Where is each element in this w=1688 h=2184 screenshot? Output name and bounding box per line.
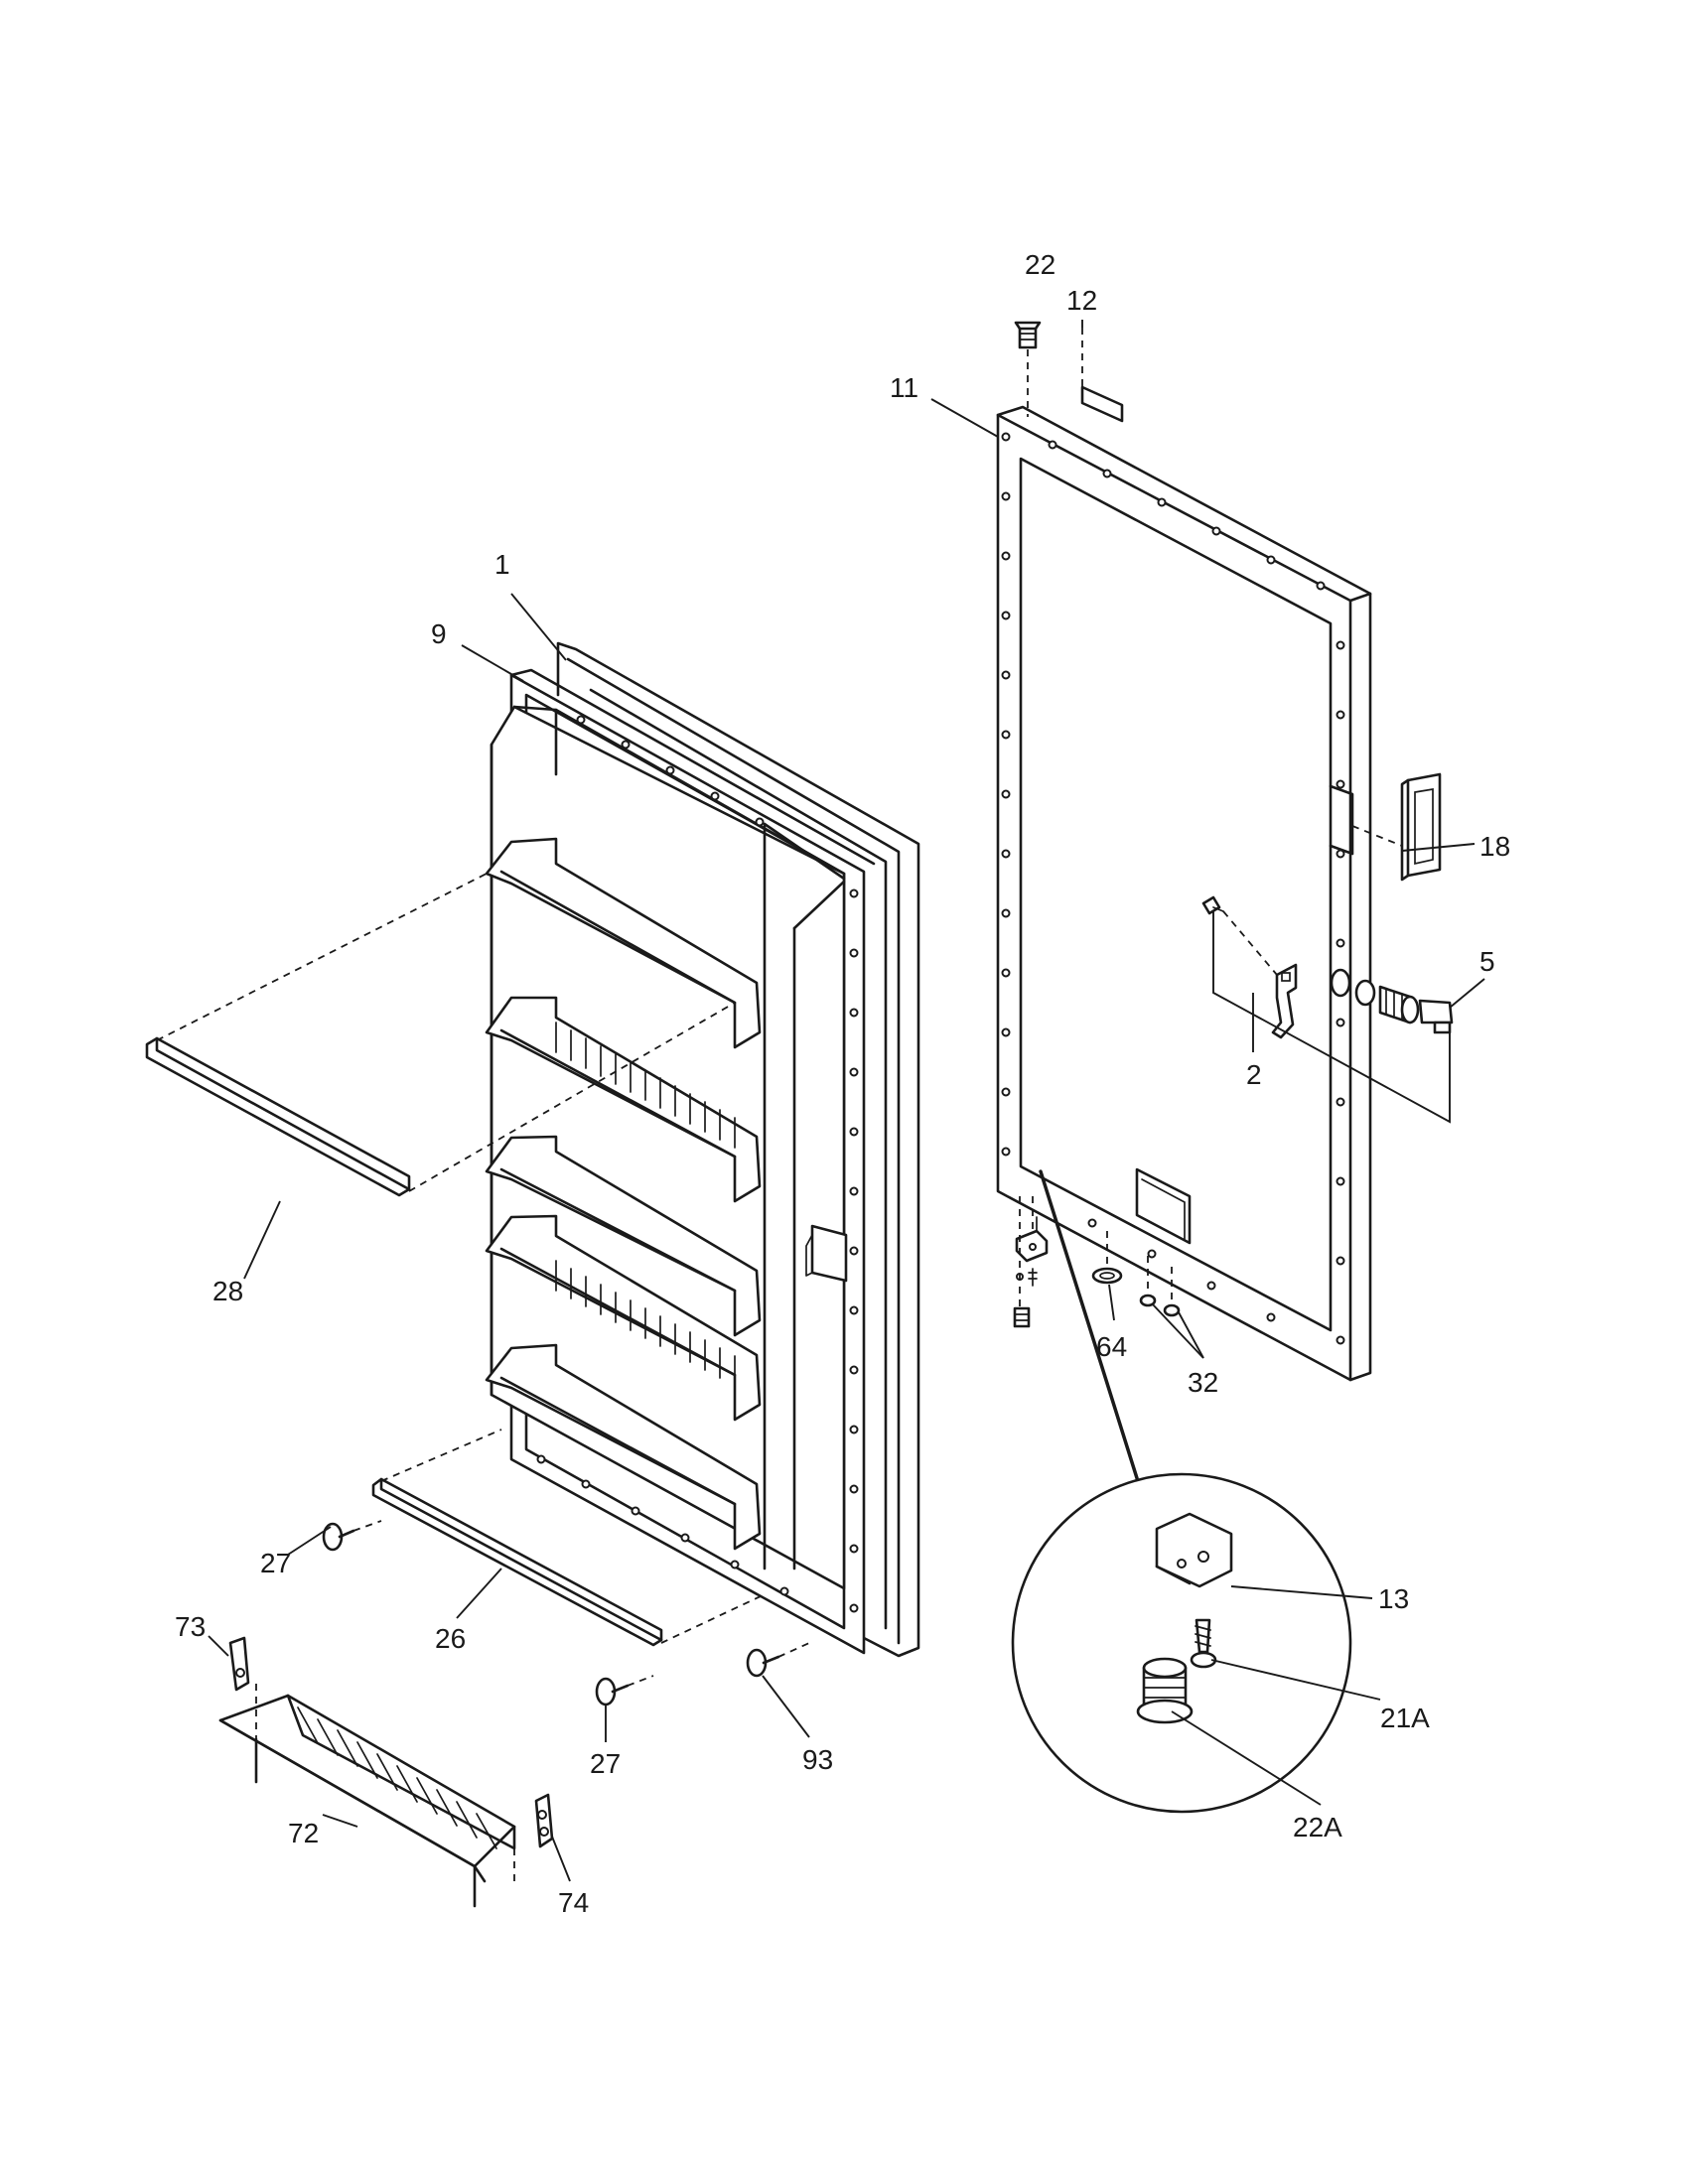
- door-shelf-2: [485, 996, 762, 1203]
- callout-2: 2: [1246, 1059, 1262, 1090]
- callout-18: 18: [1479, 831, 1510, 862]
- rivet-93: [746, 1648, 780, 1678]
- callout-27-lower: 27: [590, 1748, 621, 1779]
- callout-64: 64: [1096, 1331, 1127, 1362]
- callout-93: 93: [802, 1744, 833, 1775]
- wire-rack: [218, 1694, 516, 1908]
- outer-door-panel: [996, 405, 1372, 1382]
- detail-circle: [1011, 1169, 1352, 1814]
- latch-hook: [1271, 963, 1298, 1039]
- callout-12: 12: [1066, 285, 1097, 316]
- callout-22: 22: [1025, 249, 1055, 280]
- callout-72: 72: [288, 1818, 319, 1848]
- callout-27-upper: 27: [260, 1548, 291, 1578]
- callout-21A: 21A: [1380, 1703, 1430, 1733]
- callout-73: 73: [175, 1611, 206, 1642]
- lock-assembly: [1330, 968, 1454, 1034]
- callout-1: 1: [494, 549, 510, 580]
- leader-lines: [208, 320, 1485, 1882]
- door-shelf-1: [485, 837, 762, 1049]
- outer-door-holes: [1001, 432, 1345, 1345]
- callout-13: 13: [1378, 1583, 1409, 1614]
- top-hinge-pin: [1014, 321, 1042, 349]
- door-shelf-5: [485, 1343, 762, 1551]
- rivet-upper: [322, 1522, 355, 1552]
- callout-11: 11: [890, 372, 918, 403]
- rack-clip-right: [534, 1793, 554, 1848]
- rivet-lower: [595, 1677, 630, 1706]
- inner-door-holes: [536, 715, 859, 1613]
- grommet: [1091, 1267, 1123, 1285]
- door-handle: [1400, 772, 1442, 882]
- shelf-bar: [371, 1477, 663, 1647]
- rack-clip-left: [228, 1636, 250, 1692]
- callout-5: 5: [1479, 946, 1495, 977]
- bottom-hinge-small: [1013, 1216, 1049, 1328]
- shelf-rail: [145, 1036, 411, 1197]
- callout-22A: 22A: [1293, 1812, 1342, 1843]
- callout-28: 28: [212, 1276, 243, 1306]
- latch-screw: [1201, 895, 1224, 915]
- callout-74: 74: [558, 1887, 589, 1918]
- callout-26: 26: [435, 1623, 466, 1654]
- callout-32: 32: [1188, 1367, 1218, 1398]
- door-shelf-3: [485, 1135, 762, 1337]
- label-plate: [1080, 385, 1124, 423]
- callout-9: 9: [431, 618, 447, 649]
- door-shelf-4: [485, 1214, 762, 1422]
